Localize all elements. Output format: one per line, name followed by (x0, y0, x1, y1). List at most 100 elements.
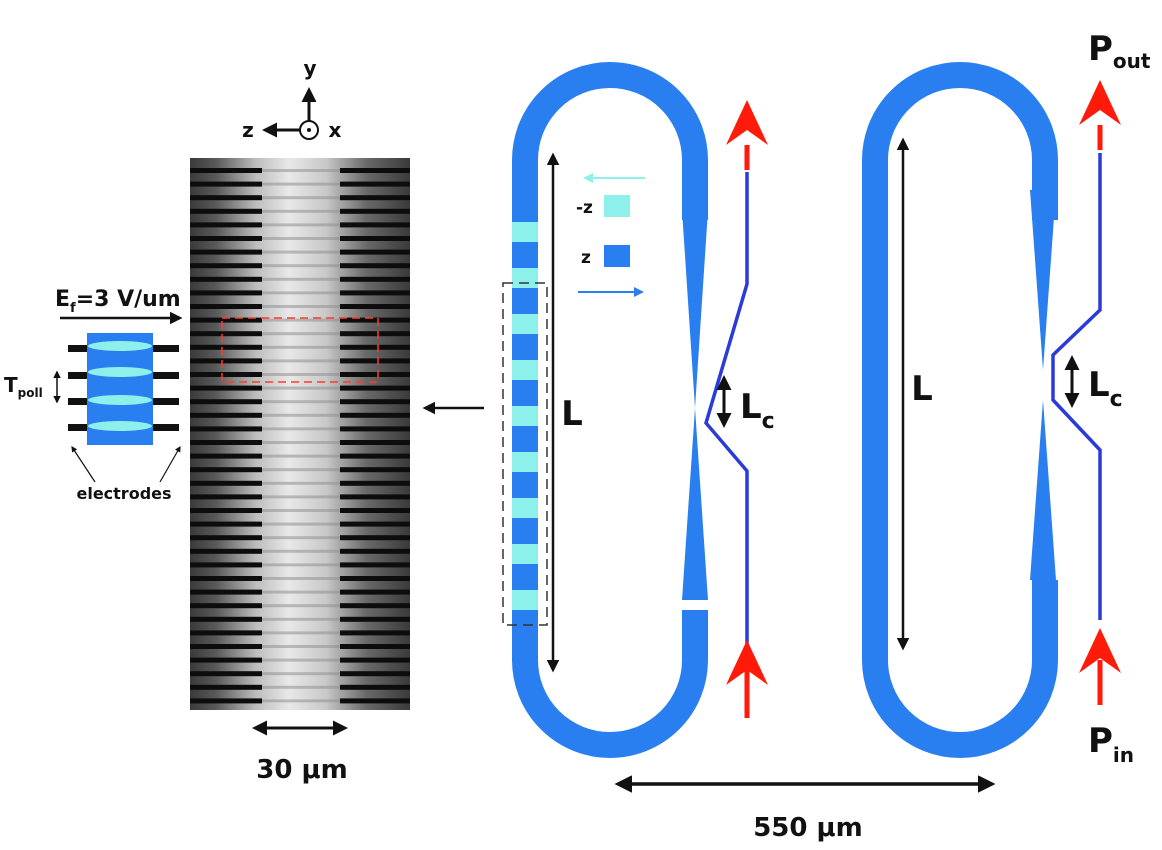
poling-stripe-center (262, 536, 340, 540)
poling-stripe (190, 168, 262, 173)
poling-stripe (190, 589, 262, 595)
poling-stripe (340, 372, 410, 377)
poling-stripe-center (262, 291, 340, 295)
poling-stripe-center (262, 481, 340, 485)
power-in-label: Pin (1088, 721, 1134, 767)
poling-stripe (340, 589, 410, 595)
poling-stripe (190, 548, 262, 554)
poling-stripe (340, 358, 410, 364)
poling-stripe (340, 249, 410, 255)
poling-stripe (340, 426, 410, 432)
poling-stripe (340, 181, 410, 187)
axis-y-label: y (303, 56, 316, 80)
poling-stripe (340, 616, 410, 622)
poling-stripe (340, 290, 410, 296)
poling-stripe (190, 508, 262, 513)
length-label-1: L (561, 394, 583, 434)
bus-line-1 (704, 172, 749, 645)
poling-stripe-center (262, 645, 340, 648)
poling-stripe-center (262, 318, 340, 322)
poling-stripe (190, 426, 262, 432)
poling-stripe (190, 562, 262, 568)
poling-stripe (190, 276, 262, 282)
taper-top-2 (1030, 190, 1056, 370)
poling-stripe-center (262, 522, 340, 526)
poling-stripe-center (262, 332, 340, 336)
microscope-image (190, 158, 410, 710)
poling-stripe-center (262, 413, 340, 417)
poling-stripe-center (262, 400, 340, 404)
domain-legend: -z z (576, 173, 645, 297)
inverted-domain (512, 360, 538, 380)
poling-stripe (190, 195, 262, 201)
poling-stripe (190, 263, 262, 269)
poling-stripe (340, 671, 410, 677)
poling-stripe-center (262, 631, 340, 635)
poling-stripe (190, 249, 262, 255)
legend-neg-label: -z (576, 198, 593, 218)
poling-stripe (190, 344, 262, 350)
taper-bottom (682, 408, 708, 600)
legend-pos-swatch (604, 245, 630, 267)
inverted-domain (512, 406, 538, 426)
coupling-label-1: Lc (740, 387, 775, 434)
field-label: Ef=3 V/um (55, 287, 181, 316)
poling-stripe-center (262, 250, 340, 254)
poling-stripe-center (262, 685, 340, 689)
poling-stripe (190, 494, 262, 500)
poling-stripe (340, 576, 410, 581)
poling-stripe (190, 684, 262, 690)
coordinate-axes: y z x (242, 56, 341, 142)
scale-550um-label: 550 μm (753, 813, 863, 843)
poling-stripe-center (262, 495, 340, 499)
poling-stripe (190, 236, 262, 241)
poling-stripe (340, 440, 410, 445)
bus-waveguide-1: Lc (704, 100, 775, 718)
scale-30um: 30 μm (252, 720, 348, 785)
poling-stripe-center (262, 182, 340, 186)
poling-stripe (190, 521, 262, 527)
poling-stripe (190, 453, 262, 459)
poling-stripe (340, 480, 410, 486)
poling-stripe (340, 453, 410, 459)
poling-stripe-center (262, 373, 340, 376)
poling-stripe (340, 698, 410, 704)
poling-stripe-center (262, 305, 340, 308)
poling-stripe (340, 508, 410, 513)
poling-stripe-center (262, 386, 340, 390)
poling-stripe (190, 630, 262, 636)
poling-stripe-center (262, 617, 340, 621)
poling-stripe (190, 304, 262, 309)
output-arrow-1 (726, 100, 768, 145)
poling-stripe (190, 222, 262, 228)
poling-stripe (340, 684, 410, 690)
inverted-domain (512, 222, 538, 242)
poling-stripe (190, 208, 262, 214)
poling-stripe (190, 576, 262, 581)
poling-stripe-center (262, 590, 340, 594)
poling-stripe (340, 548, 410, 554)
poling-stripe (190, 657, 262, 663)
bus-line-2 (1051, 153, 1102, 620)
poling-stripe (340, 412, 410, 418)
poling-stripe (340, 521, 410, 527)
poling-stripe (190, 399, 262, 405)
poling-stripe-center (262, 699, 340, 703)
poling-stripe (340, 494, 410, 500)
inset-electrodes (68, 345, 179, 431)
power-out-label: Pout (1088, 29, 1151, 73)
poling-stripe (340, 630, 410, 636)
poling-stripe (340, 236, 410, 241)
poling-stripe-center (262, 209, 340, 213)
poling-period-label: Tpoll (4, 373, 43, 400)
poling-stripe (340, 263, 410, 269)
inverted-domain (512, 268, 538, 288)
poling-stripe-center (262, 549, 340, 553)
coupling-label-2: Lc (1088, 365, 1123, 412)
poling-stripe (190, 331, 262, 337)
zoom-region-box (221, 317, 379, 383)
inverted-domain (512, 590, 538, 610)
poling-stripe (190, 480, 262, 486)
poling-stripe-center (262, 169, 340, 172)
